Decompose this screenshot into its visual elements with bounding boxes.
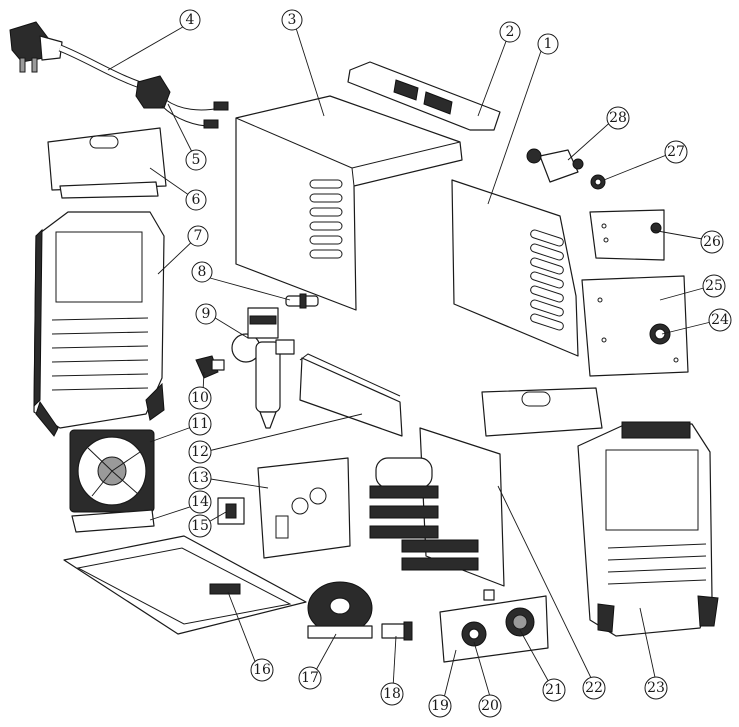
callout-number: 20 [481,698,499,714]
callout-1: 1 [537,33,559,55]
part-elbow-fitting [195,355,225,379]
part-bracket [299,353,403,437]
part-top-cover [235,95,463,311]
callout-19: 19 [428,694,452,718]
callout-number: 25 [705,278,723,294]
part-main-board-plate [257,457,351,559]
callout-number: 2 [506,24,515,40]
callout-number: 1 [544,36,553,52]
part-nut [590,174,606,190]
callout-number: 4 [186,12,195,28]
callout-number: 26 [703,234,721,250]
callout-number: 17 [301,670,319,686]
callout-number: 15 [191,518,209,534]
part-power-cord [9,21,151,92]
part-power-pcb [369,427,505,587]
part-fan-mount [71,509,155,533]
part-control-board [581,275,689,377]
callout-11: 11 [188,412,212,436]
callout-number: 11 [191,416,209,432]
callout-3: 3 [281,9,303,31]
callout-20: 20 [478,694,502,718]
heatsink [369,485,479,571]
callout-2: 2 [499,21,521,43]
callout-number: 22 [585,680,603,696]
part-air-connector [285,293,319,309]
callout-25: 25 [702,274,726,298]
callout-number: 12 [191,444,209,460]
leader-lines [107,23,720,703]
part-switch [217,497,245,525]
part-toroid-transformer [307,581,373,639]
callout-5: 5 [185,149,207,171]
callout-28: 28 [606,106,630,130]
front-frame-vents [51,317,149,391]
part-top-handle-panel [47,127,167,199]
part-side-panel [451,179,579,357]
callout-15: 15 [188,514,212,538]
callout-14: 14 [188,490,212,514]
callout-17: 17 [298,666,322,690]
callout-23: 23 [644,676,668,700]
callout-number: 27 [667,144,685,160]
part-air-filter-regulator [231,307,295,429]
callout-number: 19 [431,698,449,714]
part-output-panel [439,589,549,663]
callout-number: 5 [192,152,201,168]
callout-number: 7 [194,228,203,244]
callout-12: 12 [188,440,212,464]
callout-4: 4 [179,9,201,31]
callout-number: 10 [191,390,209,406]
part-gas-fitting [526,148,584,183]
callout-number: 28 [609,110,627,126]
callout-number: 21 [545,682,563,698]
top-cover-vents [309,179,343,259]
part-small-board [589,209,665,261]
callout-6: 6 [185,189,207,211]
callout-7: 7 [187,225,209,247]
callout-16: 16 [250,658,274,682]
callout-13: 13 [188,466,212,490]
callout-26: 26 [700,230,724,254]
part-cooling-fan [69,429,155,513]
callout-number: 23 [647,680,665,696]
callout-27: 27 [664,140,688,164]
part-front-frame [33,211,165,437]
part-strain-relief [135,75,229,129]
callout-22: 22 [582,676,606,700]
callout-number: 9 [202,306,211,322]
callout-number: 6 [192,192,201,208]
callout-18: 18 [380,682,404,706]
callout-21: 21 [542,678,566,702]
callout-number: 3 [288,12,297,28]
callout-number: 8 [198,264,207,280]
callout-10: 10 [188,386,212,410]
part-knob [649,323,671,345]
callout-number: 24 [711,312,729,328]
callout-number: 14 [191,494,209,510]
callout-number: 16 [253,662,271,678]
callout-24: 24 [708,308,732,332]
callout-number: 13 [191,470,209,486]
part-handle-bar [347,61,501,131]
callout-8: 8 [191,261,213,283]
callout-9: 9 [195,303,217,325]
part-rear-housing [481,387,719,637]
part-small-connector [381,621,413,641]
callout-number: 18 [383,686,401,702]
part-base-tray [63,535,307,635]
side-panel-vents [530,229,564,331]
